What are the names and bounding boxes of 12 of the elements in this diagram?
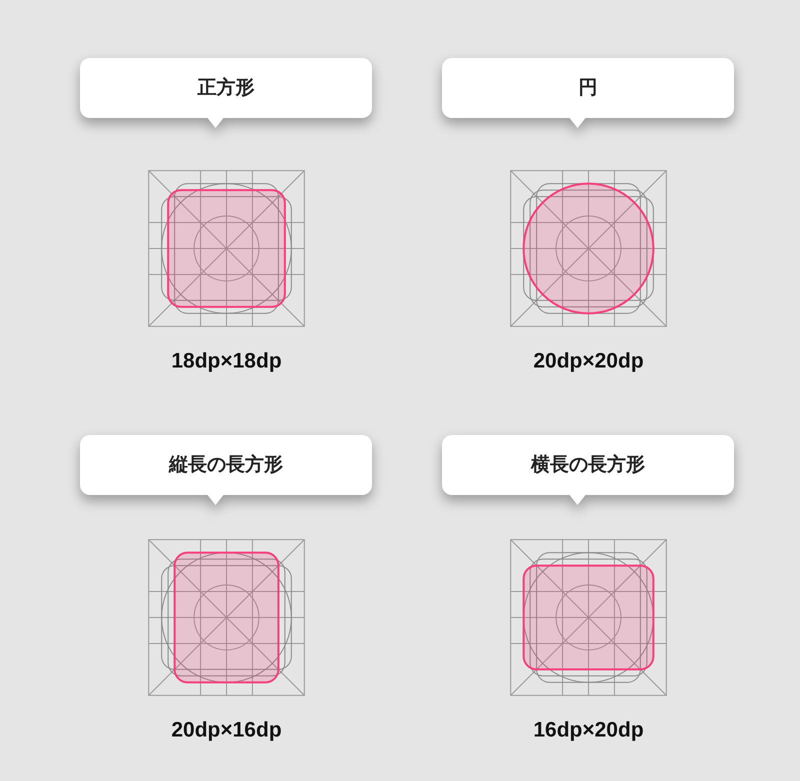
dimension-label: 18dp×18dp: [171, 348, 282, 374]
dimension-label: 16dp×20dp: [533, 717, 644, 743]
callout-title: 横長の長方形: [531, 454, 645, 476]
callout-title: 縦長の長方形: [169, 454, 283, 476]
callout-title: 円: [578, 76, 598, 100]
dimension-label: 20dp×16dp: [171, 717, 282, 743]
callout-title: 正方形: [198, 76, 254, 100]
callout-bubble: [80, 435, 372, 505]
callout-bubble: [442, 58, 734, 128]
dimension-label: 20dp×20dp: [533, 348, 644, 374]
callout-bubble: [442, 435, 734, 505]
callout-bubble: [80, 58, 372, 128]
